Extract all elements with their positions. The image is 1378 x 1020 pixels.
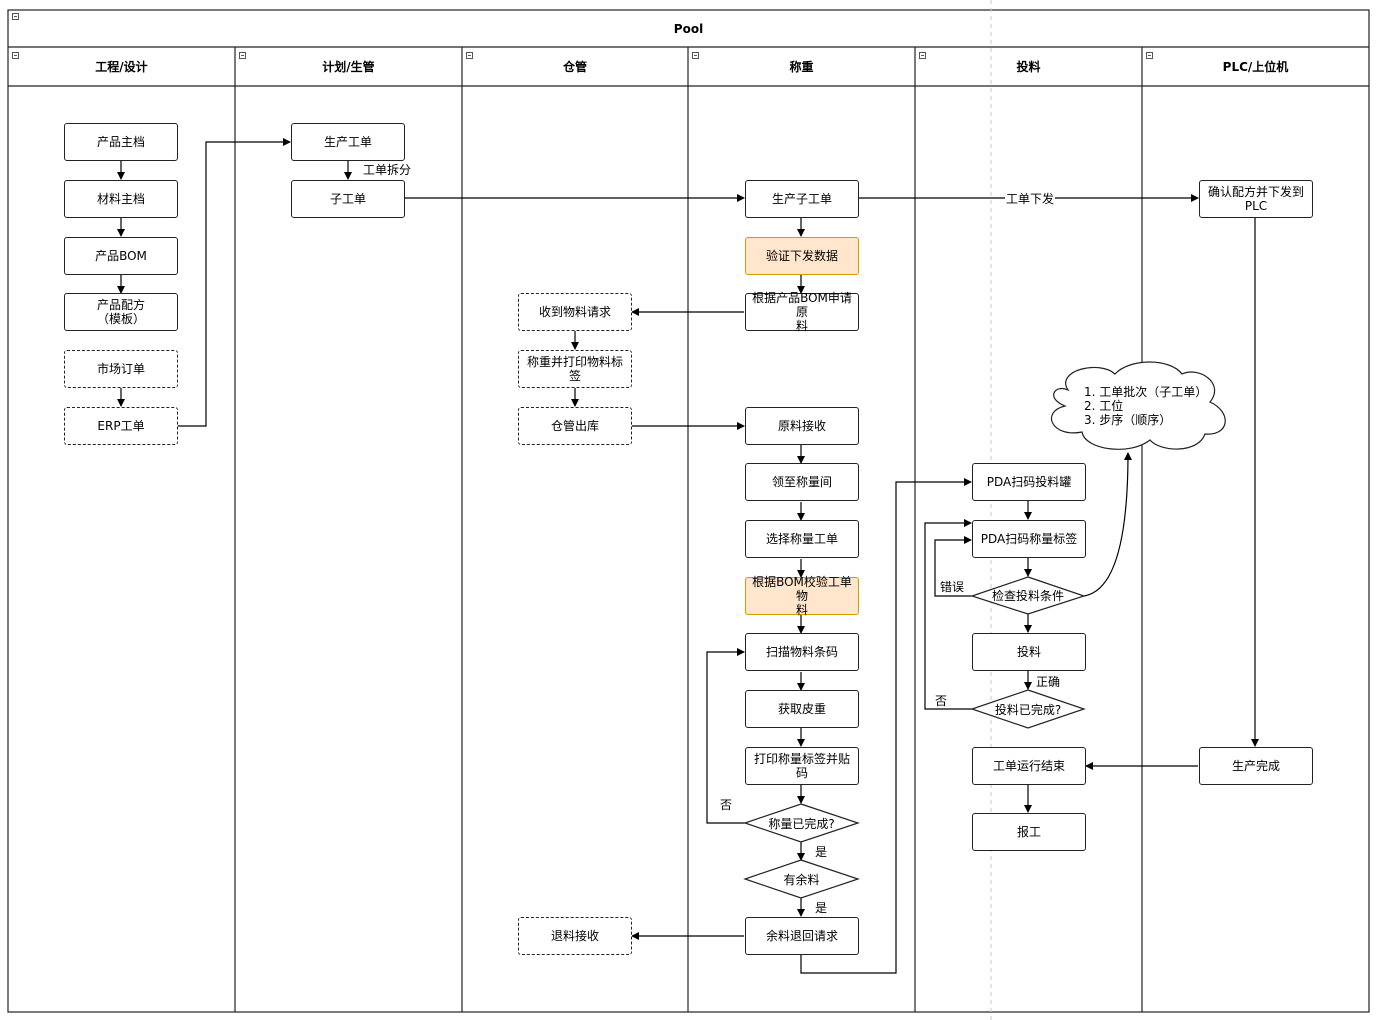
check-feed-diamond: [970, 576, 1086, 615]
node-return-request[interactable]: 余料退回请求: [745, 917, 859, 955]
node-report[interactable]: 报工: [972, 813, 1086, 851]
pool-title: Pool: [673, 21, 704, 36]
lane-collapse-icon[interactable]: [12, 52, 19, 59]
decision-check-feed[interactable]: 检查投料条件: [991, 589, 1064, 603]
edge-label-yes-surplus: 是: [815, 901, 828, 915]
node-weigh-print-label[interactable]: 称重并打印物料标签: [518, 350, 632, 388]
lane-header-plc: PLC/上位机: [1222, 60, 1289, 74]
node-product-master[interactable]: 产品主档: [64, 123, 178, 161]
node-material-receive[interactable]: 原料接收: [745, 407, 859, 445]
node-production-order[interactable]: 生产工单: [291, 123, 405, 161]
node-material-master[interactable]: 材料主档: [64, 180, 178, 218]
lane-collapse-icon[interactable]: [1146, 52, 1153, 59]
node-request-material[interactable]: 根据产品BOM申请原 料: [745, 291, 859, 333]
node-return-receive[interactable]: 退料接收: [518, 917, 632, 955]
feed-done-diamond: [970, 689, 1086, 729]
edge-label-yes-weigh: 是: [815, 845, 828, 859]
node-pda-scan-label[interactable]: PDA扫码称量标签: [972, 520, 1086, 558]
node-scan-barcode[interactable]: 扫描物料条码: [745, 633, 859, 671]
lane-header-engineering: 工程/设计: [95, 60, 148, 74]
lane-collapse-icon[interactable]: [692, 52, 699, 59]
node-print-weigh-label[interactable]: 打印称量标签并贴码: [745, 747, 859, 785]
lane-header-planning: 计划/生管: [322, 60, 375, 74]
node-erp-order[interactable]: ERP工单: [64, 407, 178, 445]
has-surplus-diamond: [743, 859, 860, 899]
lane-collapse-icon[interactable]: [466, 52, 473, 59]
lane-collapse-icon[interactable]: [919, 52, 926, 59]
node-product-recipe[interactable]: 产品配方 （模板）: [64, 293, 178, 331]
edge-label-correct: 正确: [1036, 675, 1061, 689]
lane-header-feeding: 投料: [1016, 60, 1041, 74]
node-warehouse-out[interactable]: 仓管出库: [518, 407, 632, 445]
lane-collapse-icon[interactable]: [239, 52, 246, 59]
weigh-done-diamond: [743, 803, 860, 843]
node-feeding[interactable]: 投料: [972, 633, 1086, 671]
edge-label-no-feed: 否: [935, 694, 948, 708]
node-check-material-bom[interactable]: 根据BOM校验工单物 料: [745, 575, 859, 617]
edge-label-error: 错误: [940, 580, 965, 594]
lane-header-weighing: 称重: [789, 60, 814, 74]
edge-label-dispatch: 工单下发: [1005, 190, 1056, 207]
node-to-weigh-room[interactable]: 领至称量间: [745, 463, 859, 501]
node-receive-request[interactable]: 收到物料请求: [518, 293, 632, 331]
node-product-bom[interactable]: 产品BOM: [64, 237, 178, 275]
lane-header-warehouse: 仓管: [562, 60, 587, 74]
node-get-tare[interactable]: 获取皮重: [745, 690, 859, 728]
node-sub-order[interactable]: 子工单: [291, 180, 405, 218]
node-pda-scan-tank[interactable]: PDA扫码投料罐: [972, 463, 1086, 501]
node-production-done[interactable]: 生产完成: [1199, 747, 1313, 785]
node-market-order[interactable]: 市场订单: [64, 350, 178, 388]
decision-has-surplus[interactable]: 有余料: [783, 872, 820, 887]
edge-label-split: 工单拆分: [363, 163, 412, 177]
decision-feed-done[interactable]: 投料已完成?: [994, 702, 1062, 717]
node-confirm-recipe[interactable]: 确认配方并下发到 PLC: [1199, 180, 1313, 218]
cloud-shape: [1050, 361, 1226, 450]
pool-collapse-icon[interactable]: [12, 13, 19, 20]
edge-label-no-weigh: 否: [720, 798, 733, 812]
cloud-note: 1. 工单批次（子工单） 2. 工位 3. 步序（顺序）: [1084, 385, 1208, 427]
decision-weigh-done[interactable]: 称量已完成?: [768, 816, 835, 831]
node-verify-data[interactable]: 验证下发数据: [745, 237, 859, 275]
node-order-run-end[interactable]: 工单运行结束: [972, 747, 1086, 785]
node-production-sub-order[interactable]: 生产子工单: [745, 180, 859, 218]
node-select-weigh-order[interactable]: 选择称量工单: [745, 520, 859, 558]
